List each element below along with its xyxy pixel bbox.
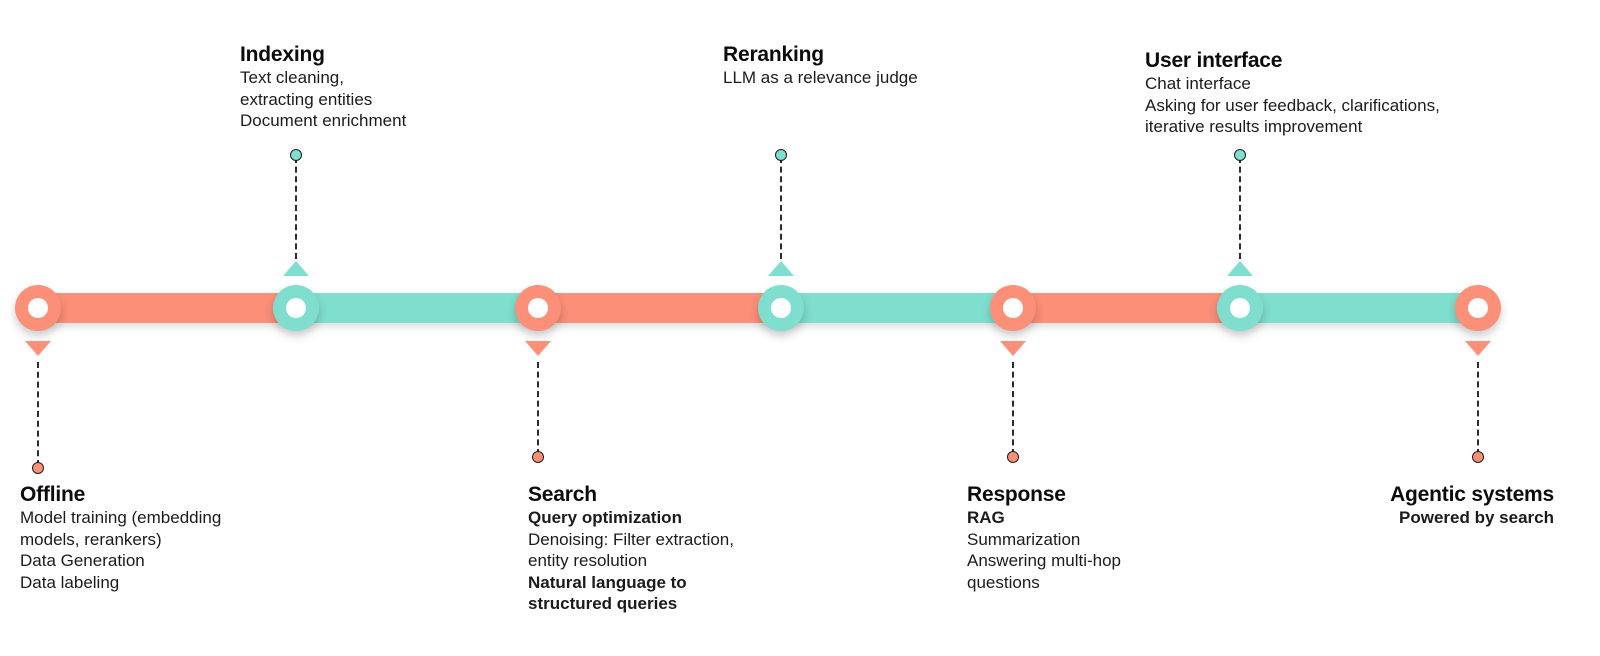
stage-lines-agentic: Powered by search bbox=[1390, 507, 1554, 529]
stage-line: Asking for user feedback, clarifications… bbox=[1145, 95, 1440, 115]
pointer-triangle-offline bbox=[25, 341, 51, 356]
node-search[interactable] bbox=[515, 285, 561, 331]
end-dot-offline bbox=[32, 462, 44, 474]
stage-title-response: Response bbox=[967, 483, 1066, 506]
label-block-offline: Offline Model training (embedding models,… bbox=[20, 482, 221, 593]
pointer-triangle-indexing bbox=[283, 261, 309, 276]
stage-lines-offline: Model training (embedding models, reranke… bbox=[20, 507, 221, 593]
node-offline[interactable] bbox=[15, 285, 61, 331]
node-reranking[interactable] bbox=[758, 285, 804, 331]
node-hole bbox=[1003, 298, 1023, 318]
leader-line-offline bbox=[37, 362, 39, 466]
leader-line-response bbox=[1012, 362, 1014, 455]
stage-line: Answering multi-hop bbox=[967, 551, 1122, 570]
leader-line-reranking bbox=[780, 157, 782, 259]
leader-line-agentic bbox=[1477, 362, 1479, 455]
stage-title-ui: User interface bbox=[1145, 49, 1283, 72]
stage-line: questions bbox=[967, 572, 1040, 592]
node-indexing[interactable] bbox=[273, 285, 319, 331]
stage-lines-reranking: LLM as a relevance judge bbox=[723, 67, 918, 89]
end-dot-search bbox=[532, 451, 544, 463]
node-hole bbox=[528, 298, 548, 318]
stage-title-reranking: Reranking bbox=[723, 43, 824, 66]
node-ui[interactable] bbox=[1217, 285, 1263, 331]
segment-reranking-to-response bbox=[781, 293, 1017, 323]
stage-line: Chat interface bbox=[1145, 74, 1251, 93]
end-dot-reranking bbox=[775, 149, 787, 161]
end-dot-agentic bbox=[1472, 451, 1484, 463]
node-hole bbox=[771, 298, 791, 318]
stage-line: LLM as a relevance judge bbox=[723, 68, 918, 87]
label-block-reranking: Reranking LLM as a relevance judge bbox=[723, 42, 918, 89]
segment-ui-to-agentic bbox=[1240, 293, 1478, 323]
end-dot-response bbox=[1007, 451, 1019, 463]
node-agentic[interactable] bbox=[1455, 285, 1501, 331]
node-hole bbox=[28, 298, 48, 318]
segment-response-to-ui bbox=[1013, 293, 1244, 323]
stage-line: Document enrichment bbox=[240, 111, 407, 130]
stage-line: extracting entities bbox=[240, 89, 373, 109]
leader-line-search bbox=[537, 362, 539, 455]
stage-title-indexing: Indexing bbox=[240, 43, 325, 66]
segment-indexing-to-search bbox=[296, 293, 542, 323]
stage-line: RAG bbox=[967, 508, 1005, 527]
stage-line: Summarization bbox=[967, 529, 1081, 549]
stage-title-agentic: Agentic systems bbox=[1390, 483, 1554, 506]
stage-title-offline: Offline bbox=[20, 483, 86, 506]
node-hole bbox=[286, 298, 306, 318]
stage-line: Natural language to bbox=[528, 572, 687, 592]
stage-line: iterative results improvement bbox=[1145, 117, 1363, 136]
pointer-triangle-reranking bbox=[768, 261, 794, 276]
stage-title-search: Search bbox=[528, 483, 597, 506]
stage-line: structured queries bbox=[528, 594, 678, 613]
leader-line-ui bbox=[1239, 157, 1241, 259]
label-block-agentic: Agentic systems Powered by search bbox=[1390, 482, 1554, 529]
pointer-triangle-search bbox=[525, 341, 551, 356]
segment-offline-to-indexing bbox=[38, 293, 300, 323]
stage-line: Denoising: Filter extraction, bbox=[528, 529, 734, 549]
pointer-triangle-agentic bbox=[1465, 341, 1491, 356]
leader-line-indexing bbox=[295, 157, 297, 259]
pointer-triangle-ui bbox=[1227, 261, 1253, 276]
stage-line: Model training (embedding bbox=[20, 508, 222, 527]
node-hole bbox=[1230, 298, 1250, 318]
node-response[interactable] bbox=[990, 285, 1036, 331]
stage-line: models, rerankers) bbox=[20, 529, 162, 549]
node-hole bbox=[1468, 298, 1488, 318]
pointer-triangle-response bbox=[1000, 341, 1026, 356]
segment-search-to-reranking bbox=[538, 293, 785, 323]
stage-line: Data Generation bbox=[20, 551, 145, 570]
stage-line: Query optimization bbox=[528, 508, 682, 527]
stage-line: Text cleaning, bbox=[240, 68, 344, 87]
stage-line: Powered by search bbox=[1399, 508, 1554, 527]
label-block-indexing: Indexing Text cleaning, extracting entiti… bbox=[240, 42, 406, 132]
end-dot-ui bbox=[1234, 149, 1246, 161]
stage-line: entity resolution bbox=[528, 551, 648, 570]
stage-line: Data labeling bbox=[20, 572, 120, 592]
timeline-bar bbox=[38, 293, 1478, 323]
end-dot-indexing bbox=[290, 149, 302, 161]
